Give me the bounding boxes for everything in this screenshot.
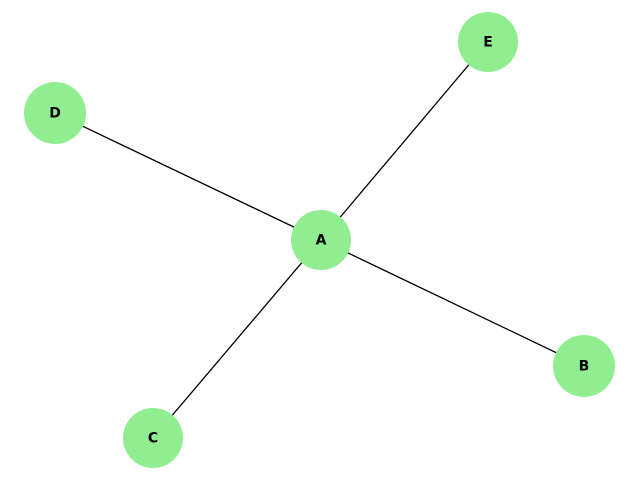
graph-node-b[interactable]: B bbox=[553, 335, 615, 397]
edges-layer bbox=[54, 41, 585, 439]
graph-edge-a-d bbox=[54, 112, 322, 241]
graph-node-d[interactable]: D bbox=[24, 82, 86, 144]
graph-node-c[interactable]: C bbox=[123, 408, 183, 468]
graph-node-circle-e[interactable] bbox=[458, 12, 518, 72]
graph-edge-a-c bbox=[152, 239, 322, 439]
graph-edge-a-b bbox=[320, 239, 585, 367]
graph-node-circle-b[interactable] bbox=[553, 335, 615, 397]
graph-node-circle-d[interactable] bbox=[24, 82, 86, 144]
graph-node-circle-a[interactable] bbox=[291, 210, 351, 270]
graph-node-e[interactable]: E bbox=[458, 12, 518, 72]
nodes-layer: A B C D E bbox=[24, 12, 615, 468]
graph-node-circle-c[interactable] bbox=[123, 408, 183, 468]
graph-edge-a-e bbox=[320, 41, 489, 241]
graph-node-a[interactable]: A bbox=[291, 210, 351, 270]
